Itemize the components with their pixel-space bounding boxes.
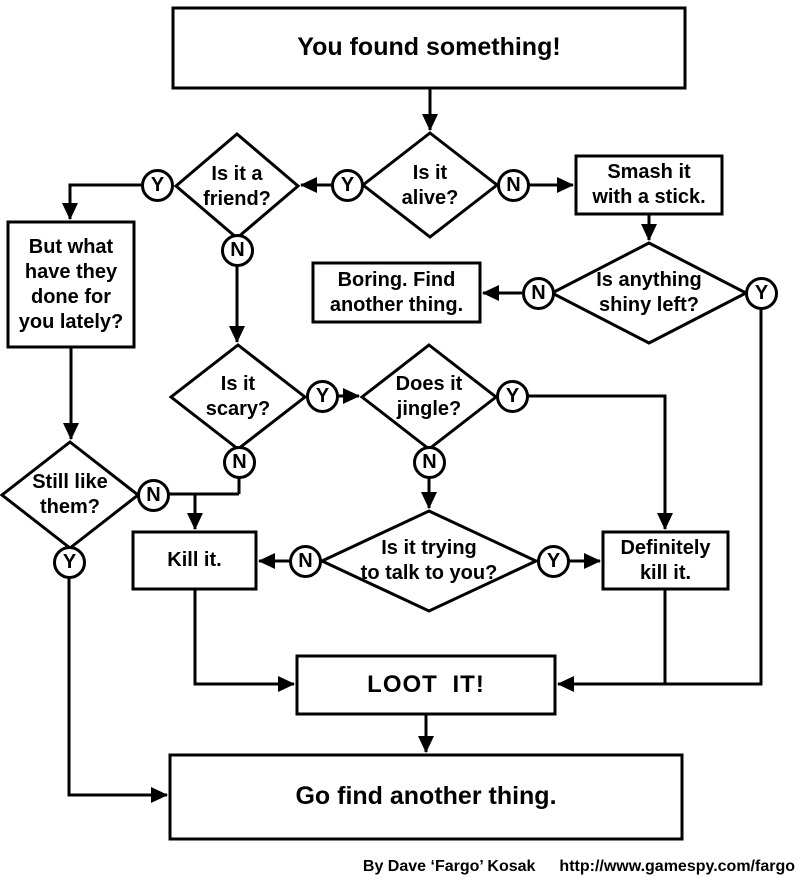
edge-jingle-yes-to-defkill — [528, 394, 673, 530]
shiny-diamond-shape — [548, 241, 750, 345]
scary-no-badge: N — [223, 446, 256, 479]
decision-diamonds — [0, 131, 750, 613]
still-diamond-shape — [0, 440, 141, 550]
talk-yes-badge: Y — [537, 545, 570, 578]
friend-no-badge: N — [221, 234, 254, 267]
kill-box-shape — [131, 530, 258, 591]
loot-box-shape — [295, 654, 557, 716]
alive-no-badge: N — [497, 169, 530, 202]
alive-yes-badge: Y — [331, 169, 364, 202]
author-credit: By Dave ‘Fargo’ Kosak — [362, 858, 536, 875]
attribution-footer: By Dave ‘Fargo’ Kosak http://www.gamespy… — [0, 858, 795, 876]
talk-no-badge: N — [289, 545, 322, 578]
friend-diamond-shape — [173, 132, 301, 240]
jingle-yes-badge: Y — [496, 380, 529, 413]
start-box-shape — [171, 6, 687, 90]
scary-yes-badge: Y — [306, 380, 339, 413]
process-boxes — [6, 6, 730, 841]
defkill-box-shape — [601, 530, 730, 591]
scary-diamond-shape — [168, 343, 308, 451]
friend-yes-badge: Y — [141, 169, 174, 202]
jingle-diamond-shape — [359, 343, 499, 451]
talk-diamond-shape — [318, 509, 540, 613]
edge-kill-to-loot — [193, 589, 295, 692]
gofind-box-shape — [168, 753, 684, 841]
edge-shiny-yes-to-loot — [557, 309, 763, 692]
source-url: http://www.gamespy.com/fargo — [559, 858, 795, 875]
edge-still-yes-to-gofind — [67, 578, 168, 803]
boring-box-shape — [311, 261, 482, 324]
alive-diamond-shape — [360, 131, 500, 239]
smash-box-shape — [574, 154, 724, 216]
jingle-no-badge: N — [413, 446, 446, 479]
edge-friend-yes-to-butwhat — [62, 183, 141, 220]
shiny-no-badge: N — [522, 277, 555, 310]
connector-lines — [62, 89, 763, 803]
shiny-yes-badge: Y — [745, 277, 778, 310]
still-yes-badge: Y — [53, 546, 86, 579]
butwhat-box-shape — [6, 220, 136, 349]
still-no-badge: N — [137, 479, 170, 512]
